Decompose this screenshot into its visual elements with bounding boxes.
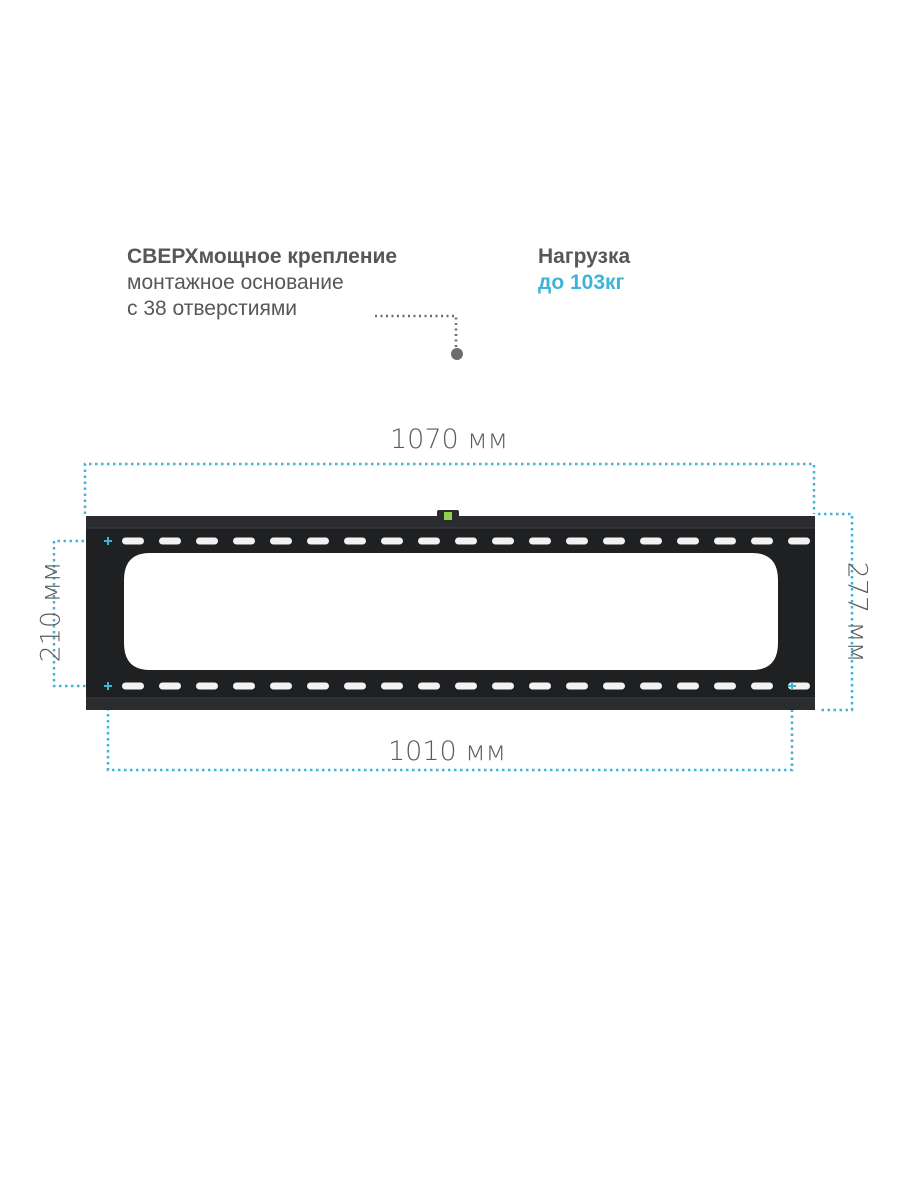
bottom-slot: [492, 682, 514, 690]
feature-title-bold: СВЕРХ: [127, 245, 199, 268]
hole-marker-bottom-left: [104, 682, 112, 690]
feature-line-3: с 38 отверстиями: [127, 297, 298, 320]
dim-line-right: [818, 512, 854, 712]
height-dimension-label: 277 мм: [841, 561, 873, 663]
load-label: Нагрузка: [538, 245, 631, 268]
bottom-slot: [603, 682, 625, 690]
spirit-level-bubble: [444, 512, 452, 520]
top-slot: [196, 537, 218, 545]
bottom-slot: [418, 682, 440, 690]
top-slot: [529, 537, 551, 545]
dim-line-left: [52, 539, 108, 688]
top-slot: [677, 537, 699, 545]
mounting-plate: [86, 510, 815, 710]
bottom-slot: [159, 682, 181, 690]
top-slot: [788, 537, 810, 545]
top-slot: [714, 537, 736, 545]
bottom-slot: [788, 682, 810, 690]
top-slot: [566, 537, 588, 545]
bottom-slot: [344, 682, 366, 690]
hole-marker-bottom-right: [788, 682, 796, 690]
feature-line-2: монтажное основание: [127, 271, 344, 294]
bottom-slot: [455, 682, 477, 690]
bottom-slot: [529, 682, 551, 690]
callout-leader: [375, 314, 458, 352]
bottom-slot: [196, 682, 218, 690]
feature-title: СВЕРХмощное крепление: [127, 244, 397, 270]
top-slot: [233, 537, 255, 545]
bottom-slot: [233, 682, 255, 690]
bottom-slot: [307, 682, 329, 690]
bottom-slot: [751, 682, 773, 690]
hole-spacing-width-label: 1010 мм: [388, 736, 507, 767]
top-slot: [455, 537, 477, 545]
top-slot: [159, 537, 181, 545]
bottom-slot: [122, 682, 144, 690]
bottom-slots: [122, 682, 810, 690]
bottom-slot: [677, 682, 699, 690]
top-slot: [122, 537, 144, 545]
top-slots: [122, 537, 810, 545]
hole-marker-top-left: [104, 537, 112, 545]
hole-spacing-height-label: 210 мм: [35, 561, 67, 663]
dim-line-top: [83, 462, 816, 514]
top-slot: [270, 537, 292, 545]
bottom-slot: [566, 682, 588, 690]
callout-dot: [451, 348, 463, 360]
bottom-slot: [640, 682, 662, 690]
top-slot: [492, 537, 514, 545]
load-value: до 103кг: [538, 271, 625, 294]
top-slot: [307, 537, 329, 545]
bottom-slot: [381, 682, 403, 690]
top-slot: [640, 537, 662, 545]
dim-line-bottom: [106, 690, 794, 772]
top-slot: [418, 537, 440, 545]
bottom-slot: [714, 682, 736, 690]
width-dimension-label: 1070 мм: [390, 424, 509, 455]
top-slot: [603, 537, 625, 545]
feature-title-rest: мощное крепление: [198, 245, 398, 268]
top-slot: [381, 537, 403, 545]
top-slot: [751, 537, 773, 545]
top-slot: [344, 537, 366, 545]
bottom-slot: [270, 682, 292, 690]
